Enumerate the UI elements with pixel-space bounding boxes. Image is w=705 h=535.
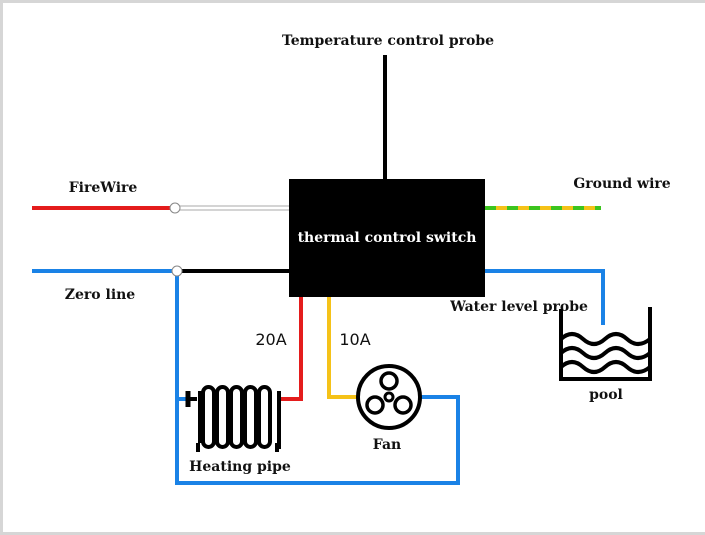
thermal-control-switch-label: thermal control switch (298, 230, 477, 246)
firewire-junction (169, 202, 181, 214)
zero-line-label: Zero line (65, 287, 136, 303)
heating-current-label: 20A (255, 330, 286, 349)
firewire-label: FireWire (69, 180, 138, 196)
ground-wire-label: Ground wire (573, 176, 670, 192)
heating-pipe-label: Heating pipe (189, 459, 291, 475)
thermal-control-switch (289, 179, 485, 297)
pool-icon (559, 307, 652, 381)
fan-icon (356, 364, 422, 430)
radiator-icon (185, 385, 281, 452)
fan-current-label: 10A (339, 330, 370, 349)
neutral-return-loop (175, 271, 460, 485)
water-level-probe-wire (485, 269, 605, 325)
diagram-canvas: Temperature control probe FireWire Zero … (32, 33, 671, 485)
pool-label: pool (589, 387, 623, 403)
heating-feed-wire (279, 297, 303, 401)
fan-feed-wire (327, 297, 357, 399)
zero-line-junction (171, 265, 183, 277)
water-level-probe-label: Water level probe (449, 299, 588, 315)
fan-label: Fan (373, 437, 401, 453)
temperature-probe-label: Temperature control probe (282, 33, 494, 49)
